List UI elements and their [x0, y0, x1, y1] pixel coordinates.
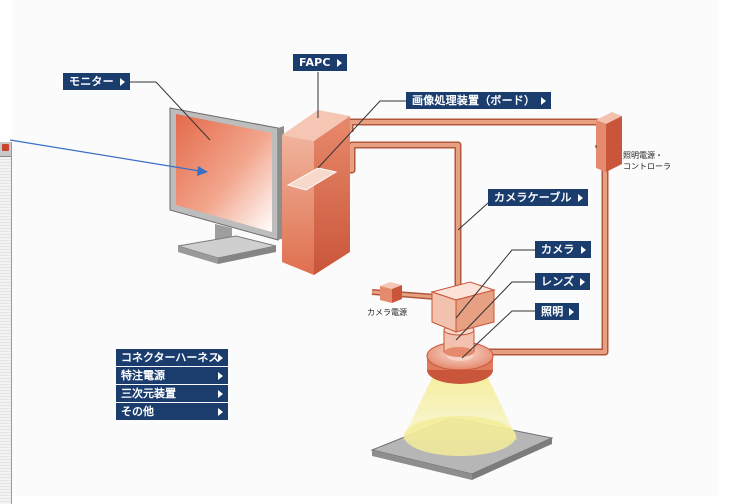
camera-power-box [380, 282, 402, 303]
leader-lines [124, 72, 597, 359]
label-lighting[interactable]: 照明 [535, 303, 580, 320]
label-fapc[interactable]: FAPC [293, 54, 347, 71]
label-camera-power: カメラ電源 [367, 308, 407, 317]
menu-item-connector-harness[interactable]: コネクターハーネス [116, 349, 228, 366]
label-lens[interactable]: レンズ [535, 273, 591, 290]
label-monitor[interactable]: モニター [63, 73, 130, 90]
pointer-arrow [9, 139, 208, 176]
menu-item-3d-device[interactable]: 三次元装置 [116, 385, 228, 402]
label-light-power-line1: 照明電源・ [623, 151, 663, 160]
label-camera[interactable]: カメラ [535, 241, 591, 258]
monitor-illustration [169, 107, 284, 264]
pc-tower [282, 110, 350, 275]
product-menu: コネクターハーネス 特注電源 三次元装置 その他 [116, 349, 228, 421]
label-board[interactable]: 画像処理装置（ボード） [406, 92, 552, 109]
menu-item-custom-power[interactable]: 特注電源 [116, 367, 228, 384]
label-camera-cable[interactable]: カメラケーブル [488, 189, 588, 206]
background-window-edge [0, 142, 12, 504]
close-icon[interactable] [2, 144, 9, 151]
label-light-power-line2: コントローラ [623, 162, 671, 171]
menu-item-other[interactable]: その他 [116, 403, 228, 420]
camera [430, 281, 496, 333]
light-controller [596, 112, 622, 172]
light-stage [370, 378, 554, 480]
label-light-power: 照明電源・ コントローラ [623, 150, 671, 172]
